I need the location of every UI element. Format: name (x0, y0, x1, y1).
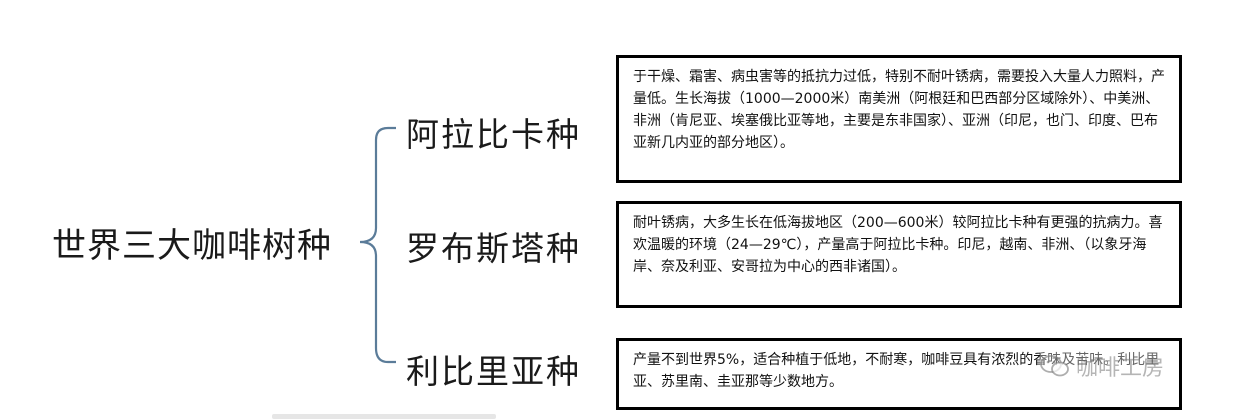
branch-label-liberica: 利比里亚种 (406, 352, 581, 391)
description-text: 于干燥、霜害、病虫害等的抵抗力过低，特别不耐叶锈病，需要投入大量人力照料，产量低… (633, 69, 1165, 151)
bottom-divider (272, 414, 496, 419)
root-node-label: 世界三大咖啡树种 (52, 226, 332, 266)
branch-label-arabica: 阿拉比卡种 (406, 115, 581, 154)
watermark: 咖啡工房 (1040, 350, 1165, 382)
wechat-icon (1040, 355, 1069, 377)
connector-brace (359, 126, 396, 364)
watermark-text: 咖啡工房 (1076, 356, 1165, 381)
description-text: 耐叶锈病，大多生长在低海拔地区（200—600米）较阿拉比卡种有更强的抗病力。喜… (633, 215, 1163, 275)
description-box-robusta: 耐叶锈病，大多生长在低海拔地区（200—600米）较阿拉比卡种有更强的抗病力。喜… (616, 201, 1182, 308)
description-box-liberica: 产量不到世界5%，适合种植于低地，不耐寒，咖啡豆具有浓烈的香味及苦味。利比里亚、… (616, 338, 1182, 410)
branch-label-robusta: 罗布斯塔种 (406, 229, 581, 268)
description-text: 产量不到世界5%，适合种植于低地，不耐寒，咖啡豆具有浓烈的香味及苦味。利比里亚、… (633, 352, 1160, 390)
description-box-arabica: 于干燥、霜害、病虫害等的抵抗力过低，特别不耐叶锈病，需要投入大量人力照料，产量低… (616, 55, 1182, 183)
